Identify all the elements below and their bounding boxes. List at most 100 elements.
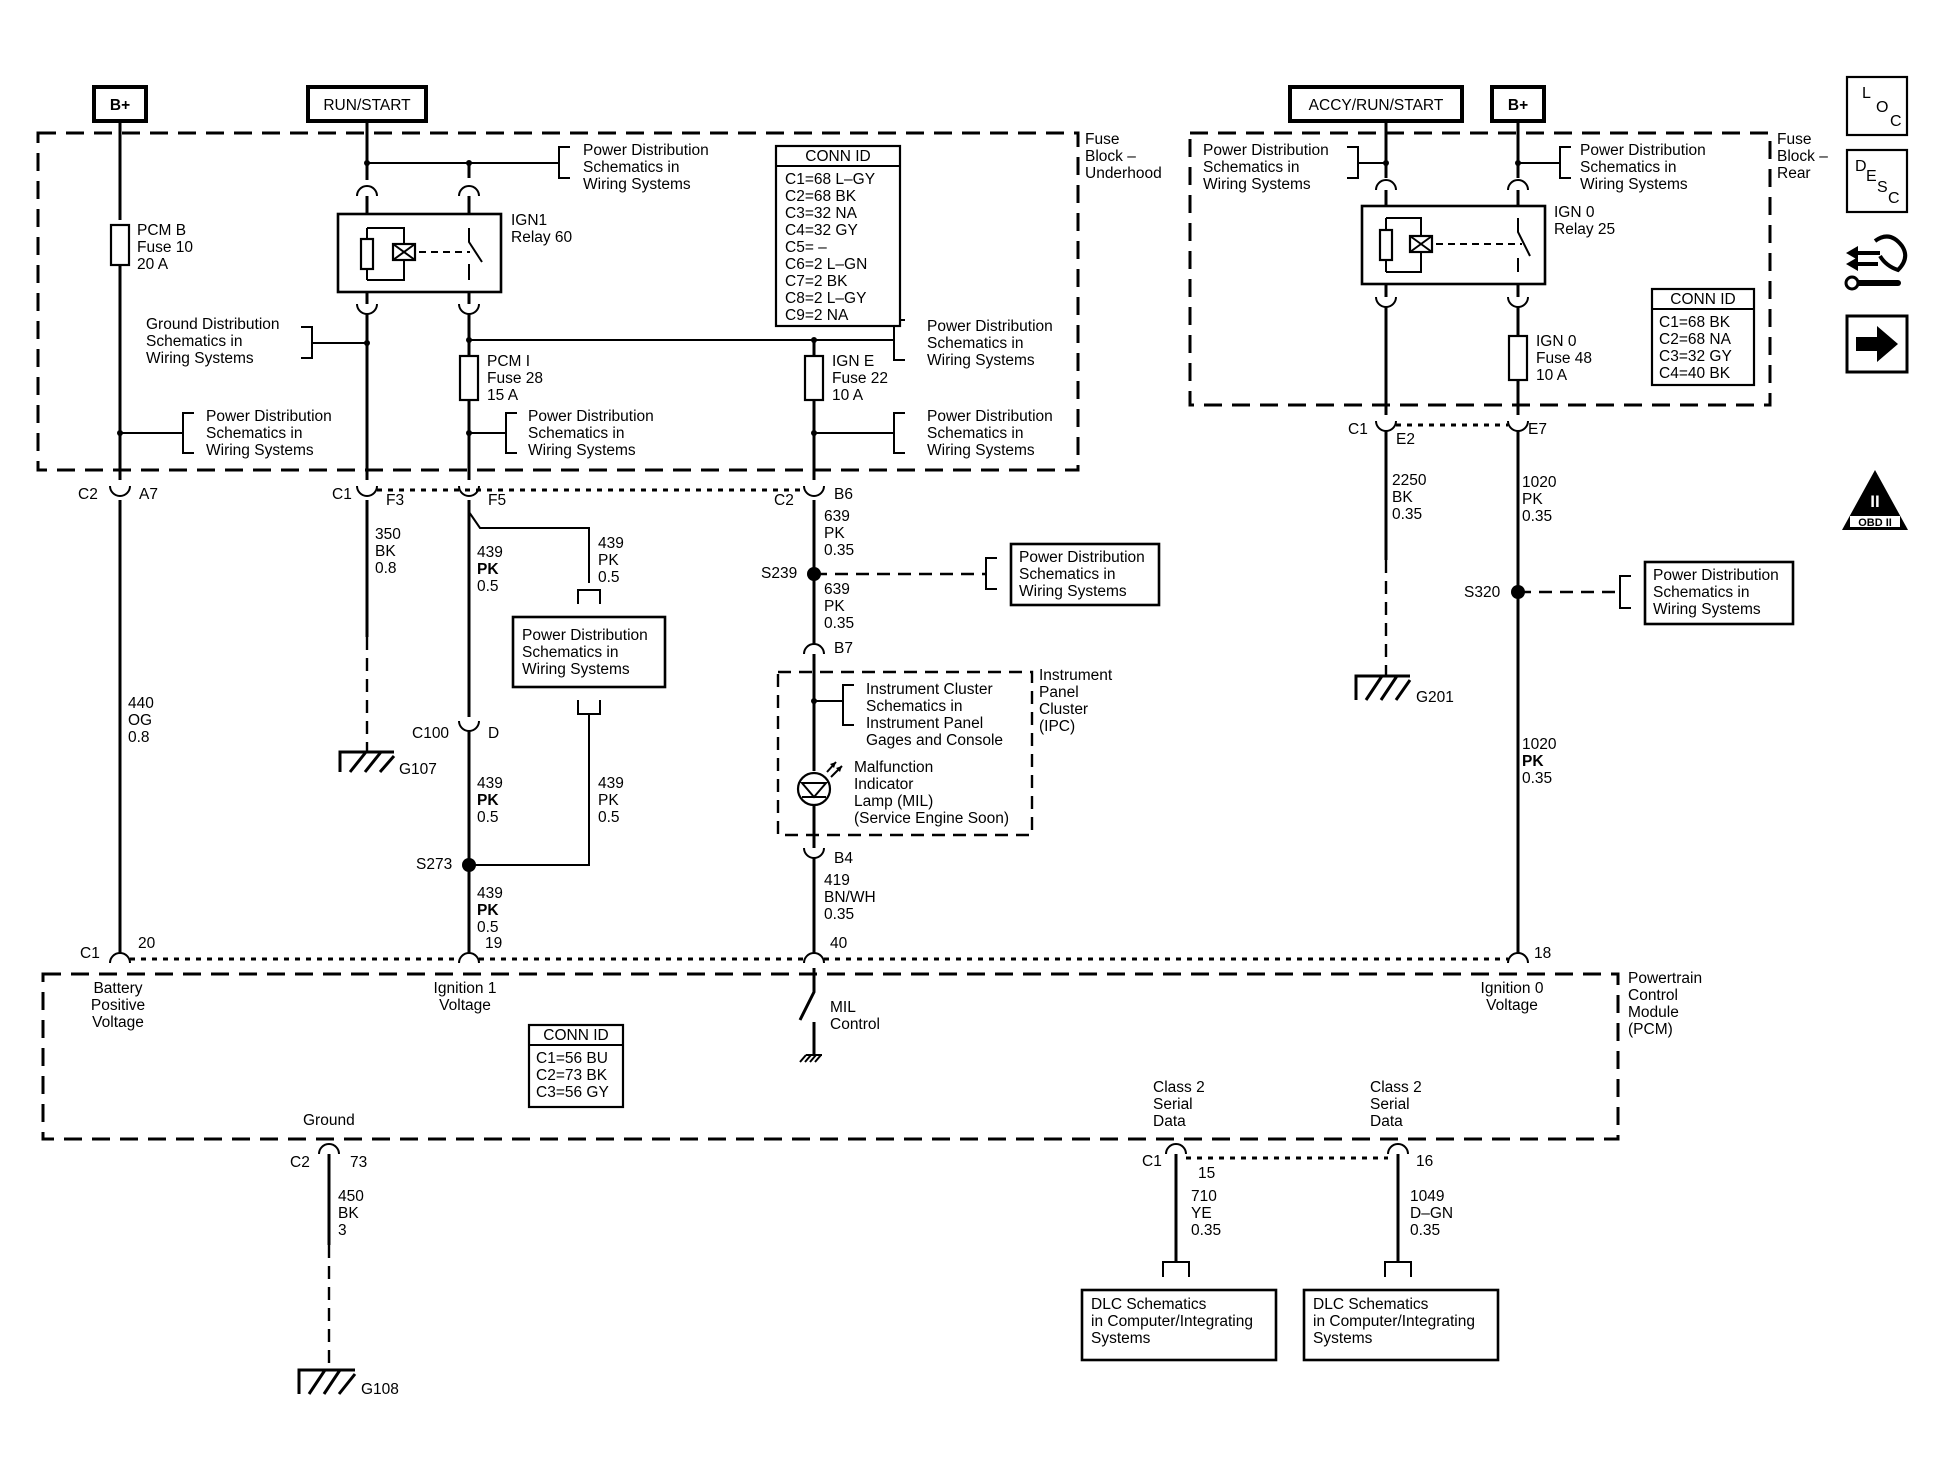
ground-g201: G201: [1354, 674, 1454, 706]
svg-text:C1=68 BK: C1=68 BK: [1659, 314, 1731, 331]
svg-text:IGN 0: IGN 0: [1554, 204, 1595, 221]
svg-text:Schematics in: Schematics in: [206, 425, 302, 442]
svg-text:0.35: 0.35: [824, 906, 854, 923]
svg-text:439: 439: [598, 535, 624, 552]
svg-text:Schematics in: Schematics in: [1203, 159, 1299, 176]
pcm-battery-input: Battery Positive Voltage: [91, 980, 145, 1031]
svg-text:PK: PK: [824, 598, 845, 615]
svg-text:L: L: [1862, 85, 1871, 102]
ign-e-fuse: IGN E Fuse 22 10 A: [803, 353, 888, 404]
svg-text:10 A: 10 A: [1536, 367, 1568, 384]
svg-text:C3=32 GY: C3=32 GY: [1659, 348, 1732, 365]
svg-text:(Service Engine Soon): (Service Engine Soon): [854, 810, 1009, 827]
dlc-ref-1: DLC Schematics in Computer/Integrating S…: [1080, 1288, 1278, 1362]
svg-text:Gages and Console: Gages and Console: [866, 732, 1003, 749]
desc-icon[interactable]: D E S C: [1845, 148, 1909, 214]
mil-lamp: [796, 761, 843, 807]
svg-text:0.8: 0.8: [128, 729, 150, 746]
svg-text:2250: 2250: [1392, 472, 1427, 489]
svg-text:PCM B: PCM B: [137, 222, 186, 239]
svg-text:Wiring Systems: Wiring Systems: [1203, 176, 1311, 193]
svg-text:1020: 1020: [1522, 736, 1557, 753]
svg-text:Ground Distribution: Ground Distribution: [146, 316, 280, 333]
svg-text:0.5: 0.5: [598, 809, 620, 826]
ign0-relay: IGN 0 Relay 25: [1360, 204, 1615, 286]
component-icon[interactable]: [1844, 234, 1908, 291]
svg-text:0.35: 0.35: [1191, 1222, 1221, 1239]
svg-text:DLC Schematics: DLC Schematics: [1313, 1296, 1429, 1313]
svg-text:1049: 1049: [1410, 1188, 1444, 1205]
svg-text:PK: PK: [477, 792, 499, 809]
svg-text:Wiring Systems: Wiring Systems: [1580, 176, 1688, 193]
pin-20: 20: [138, 935, 156, 952]
loc-icon[interactable]: L O C: [1845, 75, 1909, 137]
wire-439-e: 439 PK 0.5: [477, 885, 503, 936]
svg-text:Schematics in: Schematics in: [927, 425, 1023, 442]
svg-text:Relay 60: Relay 60: [511, 229, 573, 246]
svg-text:C1=68 L–GY: C1=68 L–GY: [785, 171, 875, 188]
svg-text:Fuse 28: Fuse 28: [487, 370, 543, 387]
svg-text:439: 439: [477, 885, 503, 902]
svg-text:0.35: 0.35: [824, 615, 854, 632]
pin-16: 16: [1416, 1153, 1433, 1170]
svg-text:B+: B+: [1508, 97, 1528, 114]
svg-text:C1=56 BU: C1=56 BU: [536, 1050, 608, 1067]
conn-c2-b: C2: [774, 492, 794, 509]
svg-text:Wiring Systems: Wiring Systems: [146, 350, 254, 367]
svg-text:Power Distribution: Power Distribution: [583, 142, 709, 159]
wire-1020-b: 1020 PK 0.35: [1522, 736, 1557, 787]
svg-text:C9=2 NA: C9=2 NA: [785, 307, 849, 324]
svg-text:PK: PK: [598, 552, 619, 569]
pd-ref-ign-e: Power Distribution Schematics in Wiring …: [927, 408, 1053, 459]
svg-text:Schematics in: Schematics in: [866, 698, 962, 715]
fuse-block-rear-label: Fuse Block – Rear: [1777, 131, 1828, 182]
next-arrow-icon[interactable]: [1845, 314, 1909, 374]
ign0-fuse: IGN 0 Fuse 48 10 A: [1507, 333, 1592, 384]
svg-text:MIL: MIL: [830, 999, 856, 1016]
wire-439-d: 439 PK 0.5: [477, 775, 503, 826]
pd-ref-ign1-bus: Power Distribution Schematics in Wiring …: [927, 318, 1053, 369]
pd-ref-run-start: Power Distribution Schematics in Wiring …: [583, 142, 709, 193]
obd-ii-icon: II OBD II: [1842, 470, 1908, 530]
svg-text:Wiring Systems: Wiring Systems: [583, 176, 691, 193]
svg-text:G108: G108: [361, 1381, 399, 1398]
svg-text:15 A: 15 A: [487, 387, 519, 404]
svg-text:C4=32 GY: C4=32 GY: [785, 222, 858, 239]
svg-text:PK: PK: [477, 561, 499, 578]
wire-450: 450 BK 3: [338, 1188, 364, 1239]
svg-text:O: O: [1876, 99, 1888, 116]
pd-ref-s320: Power Distribution Schematics in Wiring …: [1643, 560, 1795, 626]
svg-text:Instrument Panel: Instrument Panel: [866, 715, 983, 732]
svg-text:(IPC): (IPC): [1039, 718, 1075, 735]
pcm-b-fuse: PCM B Fuse 10 20 A: [109, 222, 193, 273]
pcm-class2-16: Class 2 Serial Data: [1370, 1079, 1422, 1130]
ign1-relay: IGN1 Relay 60: [336, 212, 573, 294]
pd-ref-s239: Power Distribution Schematics in Wiring …: [1009, 542, 1161, 607]
svg-text:0.5: 0.5: [477, 578, 499, 595]
pcm-class2-15: Class 2 Serial Data: [1153, 1079, 1205, 1130]
mil-label: Malfunction Indicator Lamp (MIL) (Servic…: [854, 759, 1009, 827]
svg-text:(PCM): (PCM): [1628, 1021, 1673, 1038]
svg-text:Voltage: Voltage: [439, 997, 491, 1014]
pcm-mil-control: MIL Control: [798, 968, 880, 1063]
wire-439-b: 439 PK 0.5: [598, 535, 624, 586]
svg-text:S: S: [1877, 179, 1888, 196]
conn-c100: C100: [412, 725, 449, 742]
svg-text:B+: B+: [110, 97, 130, 114]
wire-639-a: 639 PK 0.35: [824, 508, 854, 559]
conn-c1-dlc: C1: [1142, 1153, 1162, 1170]
svg-text:BK: BK: [338, 1205, 359, 1222]
pin-e2: E2: [1396, 431, 1415, 448]
svg-text:Schematics in: Schematics in: [927, 335, 1023, 352]
svg-text:Schematics in: Schematics in: [1019, 566, 1115, 583]
svg-text:Block –: Block –: [1085, 148, 1136, 165]
svg-text:Lamp (MIL): Lamp (MIL): [854, 793, 933, 810]
svg-text:Power Distribution: Power Distribution: [1019, 549, 1145, 566]
svg-text:E: E: [1866, 168, 1877, 185]
pin-19: 19: [485, 935, 502, 952]
svg-text:Fuse 48: Fuse 48: [1536, 350, 1592, 367]
svg-text:Power Distribution: Power Distribution: [206, 408, 332, 425]
pcm-label: Powertrain Control Module (PCM): [1628, 970, 1702, 1038]
fuse-block-rear-outline: [1188, 131, 1772, 407]
svg-text:in Computer/Integrating: in Computer/Integrating: [1091, 1313, 1253, 1330]
